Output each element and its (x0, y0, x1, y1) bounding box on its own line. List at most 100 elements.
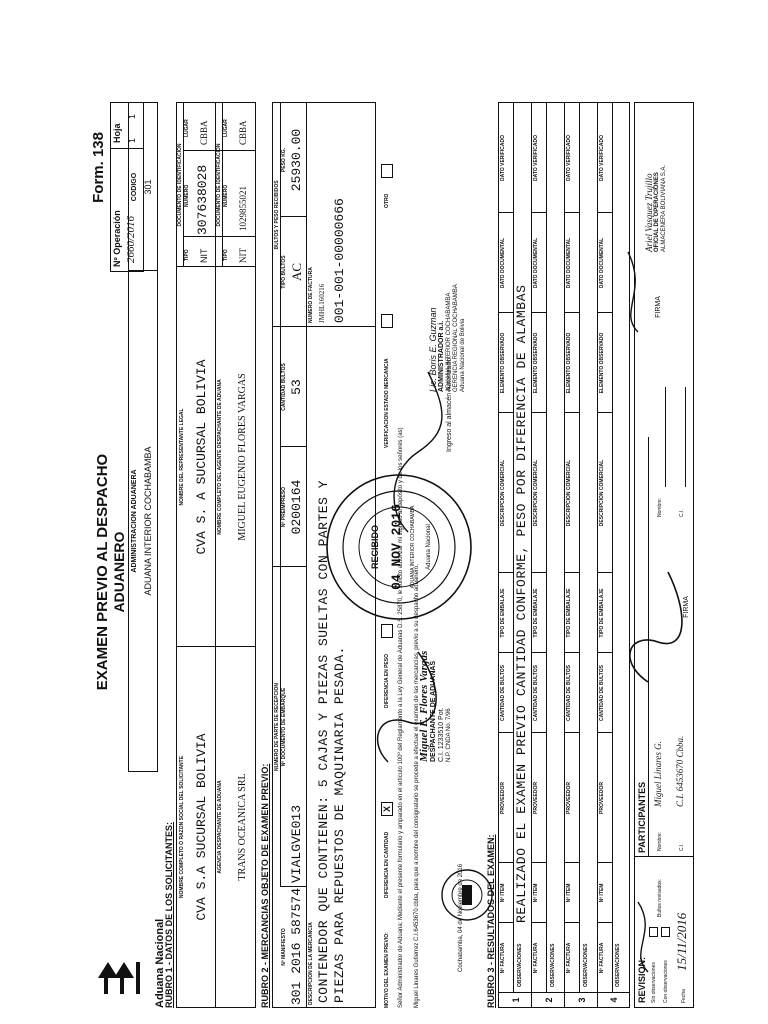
col-doc-embarque: Nº DOCUMENTO DE EMBARQUE (281, 687, 287, 767)
col-tipo-embalaje: TIPO DE EMBALAJE (599, 588, 605, 638)
col-preimpreso: Nº PREIMPRESO (281, 486, 287, 528)
col-peso: PESO KG. (281, 147, 287, 173)
sin-obs-checkbox[interactable] (649, 927, 658, 937)
motivo-opt4-checkbox[interactable] (381, 164, 393, 178)
preimpreso-value: 0200164 (289, 479, 304, 535)
fecha-label: Fecha (681, 989, 687, 1003)
col-tipo-embalaje: TIPO DE EMBALAJE (533, 588, 539, 638)
con-obs-checkbox[interactable] (661, 927, 670, 937)
motivo-opt1-checkbox[interactable]: X (381, 802, 393, 816)
firma-label-2: FIRMA (655, 296, 662, 318)
form-title-line2: ADUANERO (111, 531, 127, 613)
factura-value-1: JMHL160216 (318, 283, 326, 323)
col-proveedor: PROVEEDOR (500, 782, 506, 814)
col-cant-bultos: CANTIDAD DE BULTOS (500, 665, 506, 721)
col-proveedor: PROVEEDOR (533, 782, 539, 814)
participante-nombre: Miguel Linares G. (653, 741, 663, 807)
motivo-text-1: Señor Administrador de Aduana: Mediante … (398, 427, 404, 1008)
result-group-1: 1 Nº FACTURA Nº ITEM PROVEEDOR CANTIDAD … (499, 103, 532, 1007)
row-number: 3 (577, 997, 587, 1003)
col-proveedor: PROVEEDOR (599, 782, 605, 814)
motivo-opt4: OTRO (384, 193, 390, 208)
despachante-np: N.P. CNDA No. 7/96 (446, 708, 452, 762)
lugar-value: CBBA (199, 120, 209, 145)
col-factura: Nº FACTURA (599, 942, 605, 974)
col-agente: NOMBRE COMPLETO DEL AGENTE DESPACHANTE D… (217, 379, 223, 535)
nombre-label: Nombre: (657, 831, 663, 851)
rubro3-table: 1 Nº FACTURA Nº ITEM PROVEEDOR CANTIDAD … (498, 102, 630, 1008)
admin-stamp-name: Lic. Boris E. Guzman (428, 307, 438, 392)
codigo-value: 301 (143, 179, 153, 195)
col-proveedor: PROVEEDOR (566, 782, 572, 814)
hoja-label: Hoja (112, 123, 122, 143)
admin-stamp: Lic. Boris E. Guzman ADMINISTRADOR a.i. … (428, 192, 492, 392)
col-cant-bultos: CANTIDAD DE BULTOS (533, 665, 539, 721)
representante-value: CVA S. A SUCURSAL BOLIVIA (194, 359, 209, 555)
motivo-opt3: VERIFICACION ESTADO MERCANCIA (384, 358, 390, 448)
motivo-opt2-checkbox[interactable] (381, 624, 393, 638)
col-solicitante: NOMBRE COMPLETO O RAZON SOCIAL DEL SOLIC… (179, 755, 185, 899)
aduana-logo-icon (98, 962, 140, 994)
admin-value: ADUANA INTERIOR COCHABAMBA (143, 446, 153, 596)
col-dato-ver: DATO VERIFICADO (533, 135, 539, 181)
col-tipo-embalaje: TIPO DE EMBALAJE (566, 588, 572, 638)
ci-label-2: C.I. (679, 509, 685, 517)
col-dato-doc: DATO DOCUMENTAL (599, 237, 605, 289)
doc-embarque-value: VIALGVE013 (289, 804, 304, 883)
col-elemento: ELEMENTO OBSERVADO (599, 332, 605, 394)
col-dato-doc: DATO DOCUMENTAL (533, 237, 539, 289)
rubro1-table: NOMBRE COMPLETO O RAZON SOCIAL DEL SOLIC… (176, 102, 256, 1008)
col-dato-doc: DATO DOCUMENTAL (566, 237, 572, 289)
solicitante-value: CVA S.A SUCURSAL BOLIVIA (194, 733, 209, 921)
agencia-value: TRANS OCEANICA SRL (237, 773, 248, 881)
col-desc-comercial: DESCRIPCION COMERCIAL (500, 459, 506, 527)
form-title-line1: EXAMEN PREVIO AL DESPACHO (94, 453, 111, 691)
lugar2-value: CBBA (238, 120, 248, 145)
col-elemento: ELEMENTO OBSERVADO (500, 332, 506, 394)
motivo-opt2: DIFERENCIA EN PESO (384, 654, 390, 708)
col-tipo-embalaje: TIPO DE EMBALAJE (500, 588, 506, 638)
row-number: 1 (511, 997, 521, 1003)
col-dato-ver: DATO VERIFICADO (566, 135, 572, 181)
codigo-label: CODIGO (131, 172, 138, 202)
obs-label: OBSERVACIONES (615, 943, 621, 987)
col-cant-bultos: CANTIDAD DE BULTOS (599, 665, 605, 721)
despachante-stamp: Miguel E. Flores Vargas DESPACHANTE DE A… (418, 602, 480, 762)
col-representante: NOMBRE DEL REPRESENTANTE LEGAL (179, 408, 185, 506)
obs-label: OBSERVACIONES (550, 943, 556, 987)
col-factura: Nº FACTURA (566, 942, 572, 974)
despachante-title: DESPACHANTE DE ADUANAS (430, 660, 437, 762)
revision-label: REVISION: (637, 956, 647, 1003)
result-group-2: 2 Nº FACTURA Nº ITEM PROVEEDOR CANTIDAD … (532, 103, 565, 1007)
col-tipo-2: TIPO (223, 249, 229, 261)
admin-stamp-gerencia: GERENCIA REGIONAL COCHABAMBA (453, 284, 459, 392)
col-numero: NUMERO (184, 184, 190, 207)
admin-stamp-footer: Aduana Nacional de Bolivia (460, 318, 466, 392)
agente-value: MIGUEL EUGENIO FLORES VARGAS (237, 373, 248, 541)
place-date: Cochabamba, 04 de Noviembre de 2016 (458, 863, 464, 972)
col-manifiesto: Nº MANIFIESTO (281, 928, 287, 966)
col-item: Nº ITEM (566, 883, 572, 903)
peso-value: 25930.00 (289, 128, 304, 192)
cantidad-value: 53 (289, 379, 304, 395)
admin-box: ADMINISTRACION ADUANERA ADUANA INTERIOR … (128, 102, 158, 772)
col-factura: Nº FACTURA (533, 942, 539, 974)
nit2-value: NIT (238, 248, 248, 263)
motivo-opt3-checkbox[interactable] (381, 314, 393, 328)
form-sheet: Aduana Nacional EXAMEN PREVIO AL DESPACH… (88, 92, 698, 1012)
col-item: Nº ITEM (500, 883, 506, 903)
date-stamp-footer: Aduana Nacional (426, 524, 432, 570)
col-desc-comercial: DESCRIPCION COMERCIAL (566, 459, 572, 527)
nit-value: NIT (199, 248, 209, 264)
col-item: Nº ITEM (599, 883, 605, 903)
footer-box: REVISION: Sin observaciones Con observac… (634, 102, 694, 1008)
col-dato-doc: DATO DOCUMENTAL (500, 237, 506, 289)
nombre-label-2: Nombre: (657, 497, 663, 517)
obs-label: OBSERVACIONES (517, 943, 523, 987)
col-dato-ver: DATO VERIFICADO (500, 135, 506, 181)
factura-value-2: 001-001-00000666 (332, 198, 347, 323)
rubro1-title: RUBRO 1 - DATOS DE LOS SOLICITANTES: (164, 821, 174, 1008)
form-number: Form. 138 (90, 132, 107, 203)
col-cant-bultos: CANTIDAD DE BULTOS (566, 665, 572, 721)
